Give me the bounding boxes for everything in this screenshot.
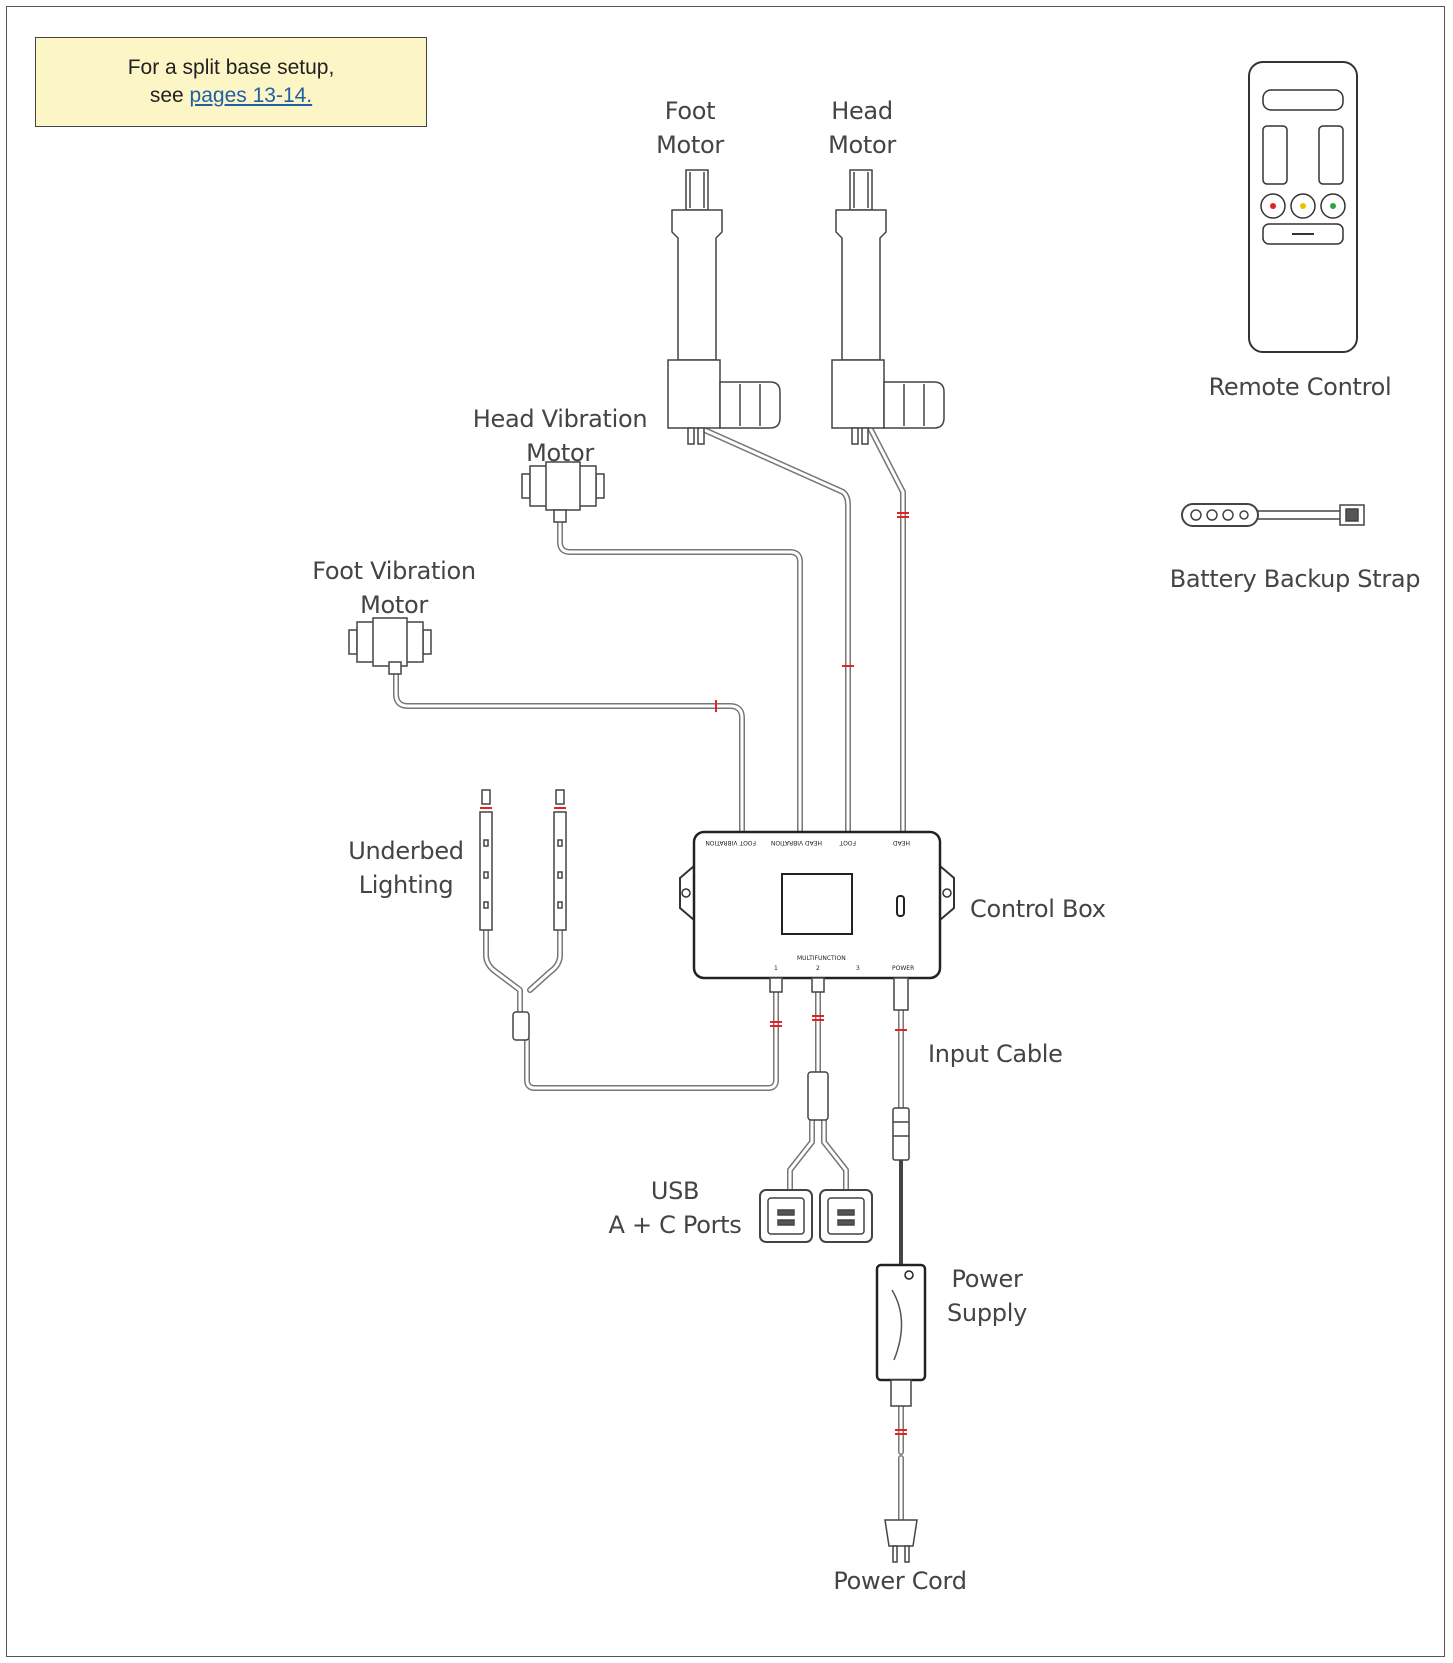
port-head-vibration: HEAD VIBRATION bbox=[771, 839, 822, 846]
note-line-2: see pages 13-14. bbox=[36, 82, 426, 110]
power-supply-label: Power Supply bbox=[932, 1262, 1042, 1330]
power-supply-label-line1: Power bbox=[951, 1265, 1023, 1293]
port-3: 3 bbox=[856, 965, 860, 972]
usb-ports-label-line2: A + C Ports bbox=[608, 1211, 742, 1239]
box-connectors bbox=[769, 977, 909, 1011]
underbed-lighting-label: Underbed Lighting bbox=[336, 834, 476, 902]
head-vibration-motor bbox=[521, 461, 605, 523]
underbed-lighting-label-line2: Lighting bbox=[358, 871, 454, 899]
cable-paths bbox=[393, 425, 906, 1523]
foot-vibration-motor bbox=[348, 617, 432, 675]
remote-control bbox=[1248, 61, 1358, 353]
box-port-texts: FOOT VIBRATION HEAD VIBRATION FOOT HEAD … bbox=[705, 839, 914, 972]
input-cable-connector bbox=[892, 1107, 910, 1161]
foot-motor-label-line1: Foot bbox=[664, 97, 716, 125]
underbed-lighting-label-line1: Underbed bbox=[348, 837, 464, 865]
port-foot: FOOT bbox=[839, 839, 856, 846]
control-box bbox=[679, 830, 955, 980]
head-motor-label-line1: Head bbox=[831, 97, 893, 125]
head-motor-label: Head Motor bbox=[812, 94, 912, 162]
power-plug bbox=[884, 1519, 918, 1563]
head-vibration-label-line1: Head Vibration bbox=[472, 405, 648, 433]
split-base-note: For a split base setup, see pages 13-14. bbox=[35, 37, 427, 127]
battery-backup-strap bbox=[1181, 503, 1365, 527]
power-supply bbox=[875, 1263, 927, 1407]
head-vibration-label-line2: Motor bbox=[526, 439, 594, 467]
port-2: 2 bbox=[816, 965, 820, 972]
usb-ports bbox=[759, 1071, 873, 1243]
head-motor bbox=[831, 169, 945, 445]
head-vibration-label: Head Vibration Motor bbox=[460, 402, 660, 470]
usb-ports-label-line1: USB bbox=[650, 1177, 700, 1205]
foot-vibration-label-line2: Motor bbox=[360, 591, 428, 619]
usb-ports-label: USB A + C Ports bbox=[600, 1174, 750, 1242]
note-prefix: see bbox=[149, 84, 184, 107]
input-cable-label: Input Cable bbox=[928, 1040, 1063, 1068]
foot-motor-label-line2: Motor bbox=[656, 131, 724, 159]
power-cord-label: Power Cord bbox=[833, 1567, 967, 1595]
multifunction-label: MULTIFUNCTION bbox=[797, 955, 846, 962]
control-box-label: Control Box bbox=[970, 895, 1106, 923]
underbed-lighting bbox=[479, 789, 567, 1041]
battery-strap-label: Battery Backup Strap bbox=[1169, 565, 1421, 593]
foot-vibration-label: Foot Vibration Motor bbox=[294, 554, 494, 622]
port-foot-vibration: FOOT VIBRATION bbox=[705, 839, 756, 846]
foot-vibration-label-line1: Foot Vibration bbox=[312, 557, 476, 585]
foot-motor bbox=[667, 169, 781, 445]
remote-control-label: Remote Control bbox=[1208, 373, 1392, 401]
pages-link[interactable]: pages 13-14. bbox=[189, 84, 313, 107]
page-frame bbox=[6, 6, 1445, 1657]
port-head: HEAD bbox=[893, 839, 910, 846]
foot-motor-label: Foot Motor bbox=[640, 94, 740, 162]
power-supply-label-line2: Supply bbox=[947, 1299, 1027, 1327]
port-power: POWER bbox=[892, 965, 914, 972]
note-line-1: For a split base setup, bbox=[127, 56, 335, 79]
port-1: 1 bbox=[774, 965, 778, 972]
head-motor-label-line2: Motor bbox=[828, 131, 896, 159]
red-markers bbox=[480, 512, 909, 1435]
